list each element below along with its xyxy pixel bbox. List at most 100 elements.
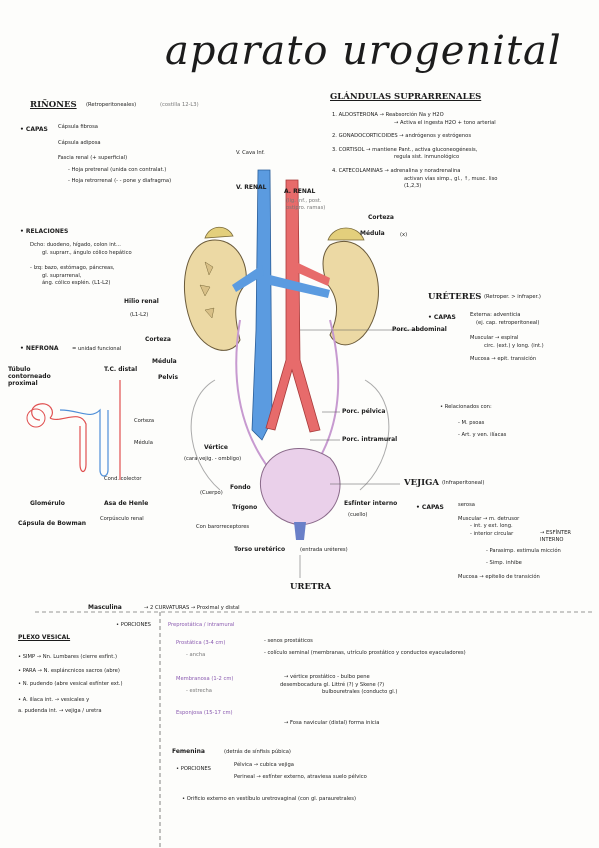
prostatica-label: Prostática (3-4 cm) — [176, 640, 226, 646]
rinones-capa-item: Cápsula adiposa — [58, 139, 101, 146]
suprarrenal-item: 1. ALDOSTERONA → Reabsorción Na y H2O — [332, 112, 444, 118]
suprarrenales-header: GLÁNDULAS SUPRARRENALES — [330, 92, 482, 102]
ureteres-capas-label: • CAPAS — [428, 314, 456, 321]
bladder-neck — [294, 522, 306, 540]
hilio-note: (L1-L2) — [130, 312, 149, 318]
rinones-capa-item: Fascia renal (+ superficial) — [58, 155, 128, 162]
suprarrenal-item: 3. CORTISOL → mantiene Pant., activa glu… — [332, 146, 478, 153]
vejiga-header-note: (Infraperitoneal) — [442, 480, 485, 486]
tc-distal-label: T.C. distal — [104, 366, 138, 373]
ureter-capa-item: circ. (ext.) y long. (int.) — [484, 342, 544, 349]
preprostatica-label: Preprostática / intramural — [168, 622, 235, 628]
suprarrenal-item: 4. CATECOLAMINAS → adrenalina y noradren… — [332, 167, 461, 174]
vessel-medula-label: Médula — [360, 230, 385, 237]
membranosa-item: → vértice prostático - bulbo pene — [284, 674, 370, 680]
suprarrenal-item: activan vías simp., gl., ↑, musc. liso — [404, 175, 498, 182]
relacion-item: gl. suprarrenal, — [42, 272, 82, 279]
ureter-capa-item: Mucosa → epit. transición — [470, 356, 537, 363]
esfinter-interno-note: → ESFÍNTER INTERNO — [540, 530, 572, 544]
ureteres-capas-list: Externa: adventicia (ej. cap. retroperit… — [470, 312, 544, 364]
suprarrenal-item: → Activa el ingesta H2O + tono arterial — [394, 119, 496, 126]
membranosa-sub: - estrecha — [186, 688, 212, 694]
left-kidney-medulla — [199, 261, 215, 319]
ureteres-relaciones: • Relacionados con: — [440, 404, 492, 410]
tubulo-label: Túbulo contorneado proximal — [8, 366, 51, 387]
cuerpo-label: (Cuerpo) — [200, 490, 223, 496]
page-title: aparato urogenital — [165, 28, 562, 74]
relacion-item: gl. suprarr., ángulo cólico hepático — [42, 249, 132, 256]
nefrona-label: • NEFRONA — [20, 345, 59, 352]
aorta — [265, 179, 321, 433]
ureteres-header: URÉTERES — [428, 292, 482, 302]
vejiga-header: VEJIGA — [404, 478, 439, 488]
relacion-item: áng. cólico esplén. (L1-L2) — [42, 280, 111, 287]
ureter-capa-item: Externa: adventicia — [470, 312, 521, 318]
ureter-capa-item: (ej. cap. retroperitoneal) — [476, 319, 540, 326]
plexo-list: • SIMP → Nn. Lumbares (cierre esfínt.) •… — [18, 652, 123, 716]
rinones-capa-item: Cápsula fibrosa — [58, 124, 98, 130]
prostatica-item: - senos prostáticos — [264, 638, 313, 644]
pelvis-outline — [190, 379, 390, 491]
vejiga-capa-item: - Simp. inhibe — [486, 559, 522, 566]
asa-henle-label: Asa de Henle — [104, 500, 149, 507]
vejiga-capa-item: - interior circular — [470, 530, 514, 537]
rinones-header: RIÑONES — [30, 100, 77, 110]
vena-cava — [251, 169, 273, 441]
relacion-item: Dcho: duodeno, hígado, colon int... — [30, 242, 121, 248]
femenina-label: Femenina — [172, 748, 205, 755]
femenina-items: Pélvica → cubica vejiga Perineal → esfín… — [234, 762, 367, 781]
prostatica-item: - colículo seminal (membranas, utrículo … — [264, 649, 466, 656]
suprarrenal-item: regula sist. inmunológico — [394, 154, 460, 161]
vessel-corteza-label: Corteza — [368, 214, 394, 221]
vejiga-capa-item: Mucosa → epitelio de transición — [458, 573, 540, 580]
ureter-capa-item: Muscular → espiral — [470, 335, 519, 342]
arenal-note: (lig. inf., post. ostipro. ramas) — [286, 198, 326, 212]
ureter-rel-item: - Art. y ven. ilíacas — [458, 431, 507, 438]
plexo-item: • SIMP → Nn. Lumbares (cierre esfínt.) — [18, 654, 117, 660]
left-ureter — [235, 319, 271, 471]
porciones-label: • PORCIONES — [116, 622, 151, 628]
nefrona-note: = unidad funcional — [72, 346, 122, 352]
rinones-header-note: (Retroperitoneales) — [86, 102, 137, 108]
prostatica-items: - senos prostáticos - colículo seminal (… — [264, 638, 466, 657]
nephron-drawing-blue — [59, 408, 109, 477]
rinones-relaciones-label: • RELACIONES — [20, 228, 69, 235]
torso-note: (entrada uréteres) — [300, 547, 348, 553]
corteza-label: Corteza — [145, 336, 171, 343]
vejiga-capas-list: serosa Muscular → m. detrusor - int. y e… — [458, 502, 561, 581]
rinones-capas-list: Cápsula fibrosa Cápsula adiposa Fascia r… — [58, 124, 171, 186]
glomerulo-label: Glomérulo — [30, 500, 65, 507]
membranosa-label: Membranosa (1-2 cm) — [176, 676, 234, 682]
suprarrenal-item: (1,2,3) — [404, 183, 422, 190]
glomerulus-shape — [26, 408, 46, 428]
vrenal-label: V. RENAL — [236, 184, 267, 191]
esponjosa-item: → Fosa navicular (distal) forma inicia — [284, 720, 380, 726]
left-adrenal — [204, 226, 234, 239]
suprarrenales-list: 1. ALDOSTERONA → Reabsorción Na y H2O → … — [332, 112, 497, 191]
bladder — [260, 448, 341, 526]
prostatica-sub: - ancha — [186, 652, 206, 658]
femenina-item: Pélvica → cubica vejiga — [234, 762, 294, 768]
relacion-item: - Izq: bazo, estómago, páncreas, — [30, 265, 115, 272]
vejiga-capa-item: - int. y ext. long. — [470, 523, 513, 530]
nefrona-corteza: Corteza — [134, 418, 155, 424]
conducto-colector: Cond. colector — [104, 476, 142, 482]
nephron-drawing — [31, 380, 121, 480]
fondo-label: Fondo — [230, 484, 251, 491]
right-ureter — [311, 319, 340, 471]
plexo-item: • N. pudendo (abre vesical esfínter ext.… — [18, 681, 123, 688]
plexo-item: • A. ilíaca int. → vesicales y — [18, 696, 90, 703]
vertice-note: (cara vejig. - ombligo) — [184, 456, 242, 462]
left-kidney — [184, 239, 247, 351]
plexo-item: a. pudenda int. → vejiga / uretra — [18, 708, 102, 715]
orificio-label: • Orificio externo en vestíbulo uretrova… — [182, 796, 356, 802]
renal-vein-left — [232, 265, 264, 292]
renal-vein-right — [270, 275, 330, 298]
pelvis-label: Pelvis — [158, 374, 179, 381]
esfinter-label: Esfínter interno — [344, 500, 398, 507]
porciones2-label: • PORCIONES — [176, 766, 211, 772]
right-adrenal — [327, 227, 365, 241]
femenina-note: (detrás de sínfisis púbica) — [224, 749, 291, 755]
ureter-rel-item: - M. psoas — [458, 420, 485, 426]
